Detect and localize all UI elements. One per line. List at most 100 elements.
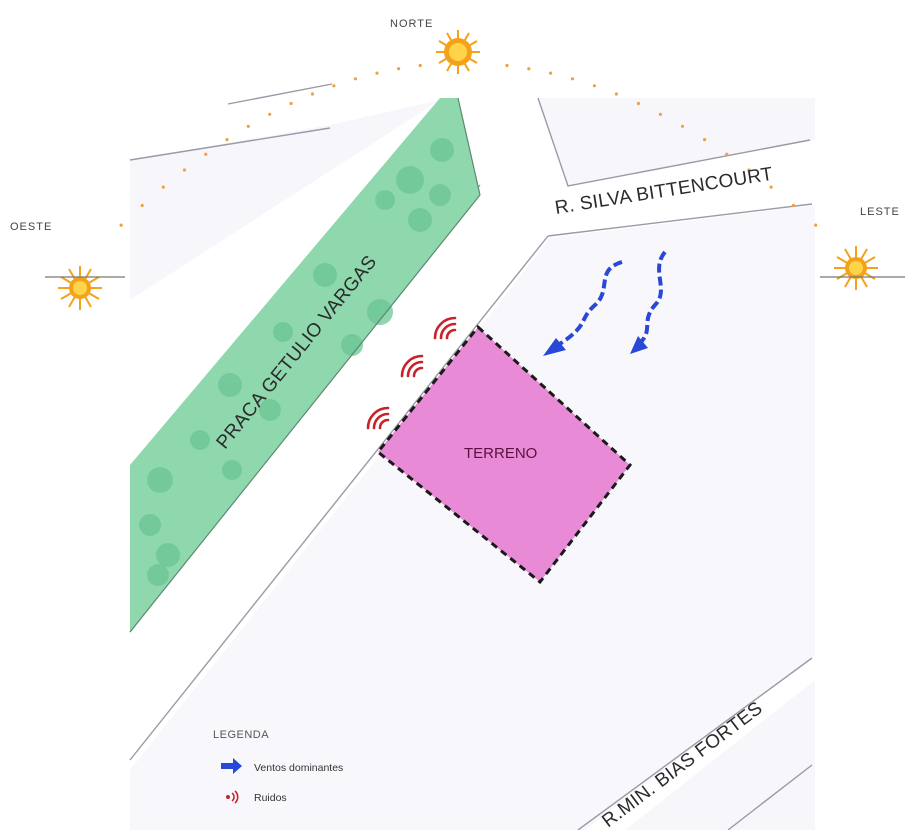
tree-icon (341, 334, 363, 356)
street-edge (129, 235, 549, 761)
sun-ray (88, 276, 100, 284)
noise-icon (433, 316, 457, 340)
street-edge (547, 203, 813, 237)
sun-ray (860, 276, 868, 288)
tree-icon (429, 184, 451, 206)
park-edge (457, 97, 481, 196)
sun-path-dot (332, 84, 336, 88)
wind-arrow-icon (221, 758, 242, 774)
cardinal-north: NORTE (390, 18, 433, 30)
sun-path-dot (769, 185, 773, 189)
block-top-left (130, 100, 440, 300)
sun-path-dot (225, 138, 229, 142)
wind-arrow-icon (636, 250, 667, 347)
block-southeast (625, 680, 815, 830)
legend-item-label: Ruidos (254, 792, 287, 804)
legend: LEGENDA Ventos dominantes Ruidos (213, 729, 343, 804)
sun-ray (864, 256, 876, 264)
street-edge (227, 83, 333, 105)
sun-ray (88, 292, 100, 300)
tree-icon (430, 138, 454, 162)
sun-path-dot (549, 71, 553, 75)
sun-north-icon (436, 30, 480, 74)
sun-path-dot (636, 101, 641, 106)
tree-icon (375, 190, 395, 210)
sun-path-dot (119, 223, 123, 227)
sun-ray (60, 292, 72, 300)
sun-path-dot (418, 63, 422, 68)
sun-path-dot (703, 138, 707, 142)
sun-ray (844, 276, 852, 288)
sun-path-dot (614, 92, 619, 96)
sun-ray (836, 272, 848, 280)
cardinal-east: LESTE (860, 206, 900, 218)
lot-label: TERRENO (464, 445, 537, 462)
park-edge (129, 194, 481, 633)
sun-path-dot (310, 92, 315, 96)
sun-path-dot (680, 124, 685, 128)
sun-path-dot (397, 67, 401, 71)
street-edge (577, 657, 813, 830)
block-top-right (538, 98, 815, 186)
sun-path-dot (658, 112, 663, 116)
park-square (129, 97, 481, 633)
noise-icon (226, 790, 239, 804)
sun-path-dot (505, 63, 509, 68)
lot-shape (375, 324, 633, 585)
tree-icon (147, 467, 173, 493)
sun-path-dot (268, 112, 272, 116)
tree-icon (313, 263, 337, 287)
wind-arrow-icon (556, 260, 623, 347)
tree-icon (147, 564, 169, 586)
sun-ray (836, 256, 848, 264)
wind-arrows (556, 250, 667, 347)
tree-icon (156, 543, 180, 567)
sun-east-icon (834, 246, 878, 290)
legend-title: LEGENDA (213, 729, 269, 741)
street-edge (129, 127, 331, 161)
sun-ray (860, 248, 868, 260)
sun-path-dot (527, 67, 531, 71)
sun-path-dot (814, 223, 818, 227)
sun-ray (864, 272, 876, 280)
sun-path-dot (140, 203, 144, 208)
tree-icon (218, 373, 242, 397)
sun-ray (84, 296, 92, 308)
sun-ray (84, 268, 92, 280)
wind-arrowhead (630, 336, 648, 354)
sun-ray (60, 276, 72, 284)
sun-path-dot (246, 124, 250, 128)
legend-item-wind: Ventos dominantes (221, 758, 343, 774)
noise-symbols (366, 316, 457, 430)
sun-path-dot (289, 101, 293, 106)
park-trees (139, 138, 454, 586)
tree-icon (190, 430, 210, 450)
tree-icon (139, 514, 161, 536)
tree-icon (259, 399, 281, 421)
noise-icon (366, 406, 390, 430)
sun-path-dot (204, 152, 208, 156)
sun-west-icon (58, 266, 102, 310)
legend-item-label: Ventos dominantes (254, 762, 343, 774)
sun-path-dot (791, 203, 796, 208)
tree-icon (273, 322, 293, 342)
wind-arrowhead (543, 338, 566, 356)
street-edge (537, 97, 811, 187)
sun-path-dot (592, 84, 597, 88)
sun-path-dot (182, 168, 187, 172)
sun-ray (68, 268, 76, 280)
sun-path-dot (747, 168, 751, 172)
sun-path (119, 63, 818, 227)
sun-path-dot (725, 152, 729, 156)
tree-icon (408, 208, 432, 232)
sun-ray (844, 248, 852, 260)
sun-path-dot (570, 77, 575, 81)
sun-path-dot (375, 71, 379, 75)
legend-item-noise: Ruidos (226, 790, 287, 804)
sun-path-dot (161, 185, 165, 189)
tree-icon (222, 460, 242, 480)
street-edge (727, 764, 813, 830)
sun-path-dot (353, 77, 357, 81)
tree-icon (396, 166, 424, 194)
